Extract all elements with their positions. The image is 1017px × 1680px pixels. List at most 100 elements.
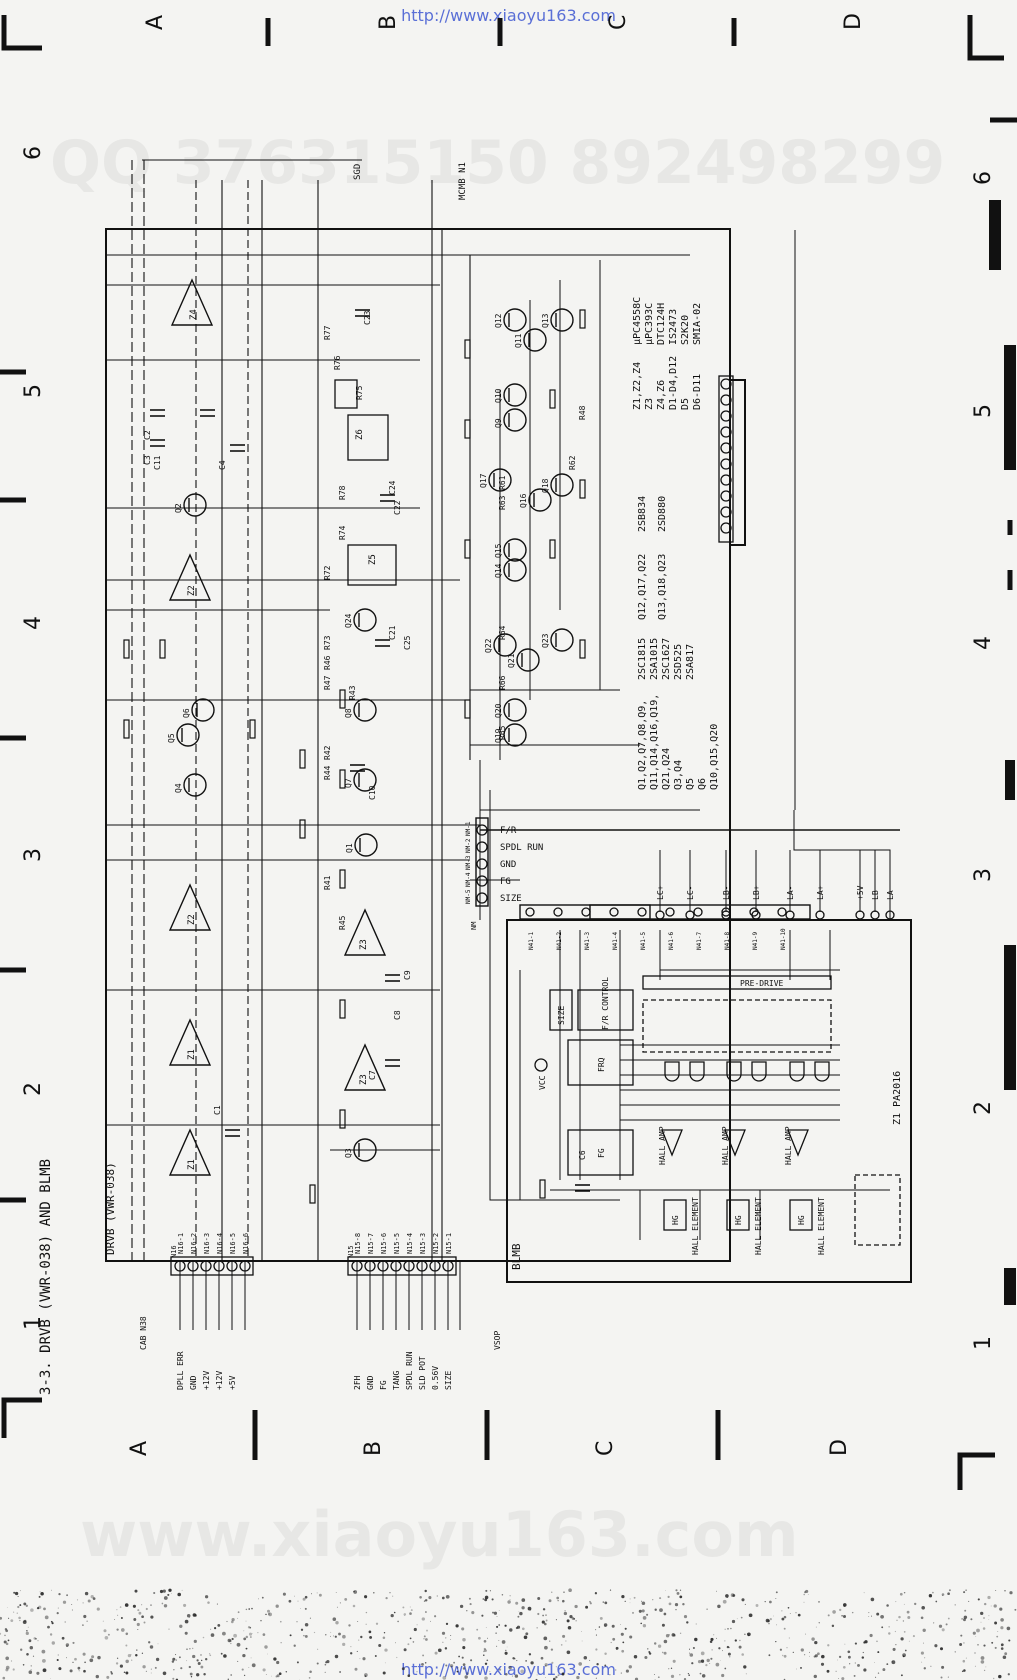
- noise-dot: [1002, 1655, 1007, 1659]
- noise-dot: [84, 1591, 89, 1596]
- noise-dot: [12, 1668, 15, 1671]
- noise-dot: [706, 1608, 708, 1610]
- noise-dot: [687, 1673, 690, 1675]
- n16-pin: [226, 1260, 238, 1272]
- noise-dot: [296, 1661, 299, 1664]
- ic-list-ref: D6-D11: [692, 374, 703, 410]
- n15-signal: 2FH: [353, 1375, 362, 1390]
- noise-dot: [134, 1589, 138, 1593]
- noise-dot: [275, 1675, 278, 1678]
- noise-dot: [992, 1677, 995, 1680]
- noise-dot: [1000, 1626, 1004, 1630]
- noise-dot: [352, 1604, 356, 1608]
- capacitors: [150, 309, 590, 1192]
- q-list-b-part: 2SA1015: [649, 638, 660, 680]
- noise-dot: [589, 1602, 592, 1605]
- noise-dot: [899, 1592, 903, 1596]
- noise-dot: [699, 1672, 702, 1675]
- noise-dot: [709, 1663, 711, 1664]
- noise-dot: [527, 1606, 532, 1611]
- noise-dot: [688, 1674, 690, 1676]
- resistor-label: R65: [498, 725, 507, 740]
- source-url-top[interactable]: http://www.xiaoyu163.com: [401, 6, 616, 25]
- noise-dot: [462, 1667, 466, 1670]
- q-list-b-ref: Q3,Q4: [673, 760, 684, 790]
- noise-dot: [311, 1593, 312, 1595]
- n41-pin-label: N41-6: [668, 932, 675, 950]
- noise-dot: [815, 1626, 817, 1628]
- noise-dot: [159, 1589, 164, 1594]
- transistor-label: Q18: [541, 478, 550, 493]
- transistor-symbol: [503, 408, 527, 432]
- registration-marks: [1, 15, 1004, 1490]
- noise-dot: [498, 1624, 501, 1626]
- noise-dot: [663, 1639, 668, 1644]
- noise-dot: [196, 1673, 200, 1677]
- noise-dot: [659, 1608, 663, 1612]
- noise-dot: [268, 1613, 270, 1615]
- noise-dot: [779, 1648, 783, 1651]
- noise-dot: [424, 1599, 428, 1602]
- noise-dot: [585, 1605, 589, 1609]
- resistor-label: R42: [323, 745, 332, 760]
- noise-dot: [265, 1673, 267, 1676]
- noise-dot: [508, 1665, 512, 1670]
- noise-dot: [521, 1606, 525, 1610]
- noise-dot: [895, 1601, 897, 1603]
- noise-dot: [450, 1639, 451, 1640]
- noise-dot: [982, 1627, 986, 1630]
- noise-dot: [71, 1604, 73, 1605]
- noise-dot: [621, 1594, 625, 1599]
- noise-dot: [72, 1661, 74, 1663]
- noise-dot: [30, 1608, 34, 1612]
- noise-dot: [561, 1672, 565, 1676]
- noise-dot: [428, 1596, 432, 1600]
- noise-dot: [261, 1596, 264, 1599]
- noise-dot: [392, 1595, 394, 1597]
- noise-dot: [827, 1614, 830, 1617]
- noise-dot: [963, 1642, 965, 1644]
- noise-dot: [92, 1597, 96, 1600]
- row-label-bottom: C: [593, 1441, 618, 1456]
- noise-dot: [719, 1660, 721, 1661]
- noise-dot: [562, 1599, 565, 1603]
- ic-label: Z4: [189, 309, 199, 320]
- noise-dot: [722, 1650, 723, 1652]
- n43-signal: LB: [871, 890, 880, 900]
- noise-dot: [84, 1661, 86, 1664]
- noise-dot: [515, 1626, 519, 1630]
- noise-dot: [32, 1655, 35, 1657]
- noise-dot: [303, 1634, 305, 1637]
- noise-dot: [954, 1604, 956, 1606]
- capacitor-label: C9: [403, 970, 412, 980]
- blmb-ic-label: Z1 PA2016: [892, 1071, 903, 1125]
- row-label-top: A: [143, 15, 168, 30]
- noise-dot: [25, 1631, 29, 1636]
- noise-dot: [14, 1591, 19, 1596]
- pre-drive-block: PRE-DRIVE: [740, 979, 784, 988]
- noise-dot: [58, 1592, 61, 1596]
- col-label-right: 3: [971, 868, 996, 882]
- n16-signal: DPLL ERR: [176, 1351, 185, 1390]
- q-list-b-ref: Q10,Q15,Q20: [709, 724, 720, 790]
- noise-dot: [731, 1619, 736, 1624]
- n43-signal: LC-: [686, 886, 695, 900]
- noise-dot: [300, 1608, 301, 1609]
- noise-dot: [270, 1675, 272, 1677]
- n15-housing: [347, 1256, 457, 1276]
- noise-dot: [922, 1642, 924, 1644]
- vcc-label: VCC: [538, 1075, 547, 1090]
- noise-dot: [903, 1631, 906, 1633]
- n15-signal: 0.56V: [431, 1366, 440, 1390]
- noise-dot: [5, 1665, 10, 1670]
- noise-dot: [419, 1596, 422, 1599]
- noise-dot: [210, 1633, 215, 1637]
- noise-dot: [72, 1641, 75, 1644]
- noise-dot: [947, 1592, 950, 1596]
- n41-pin-label: N41-8: [724, 932, 731, 950]
- noise-dot: [525, 1660, 527, 1662]
- noise-dot: [968, 1600, 970, 1602]
- noise-dot: [209, 1654, 212, 1657]
- noise-dot: [409, 1637, 412, 1640]
